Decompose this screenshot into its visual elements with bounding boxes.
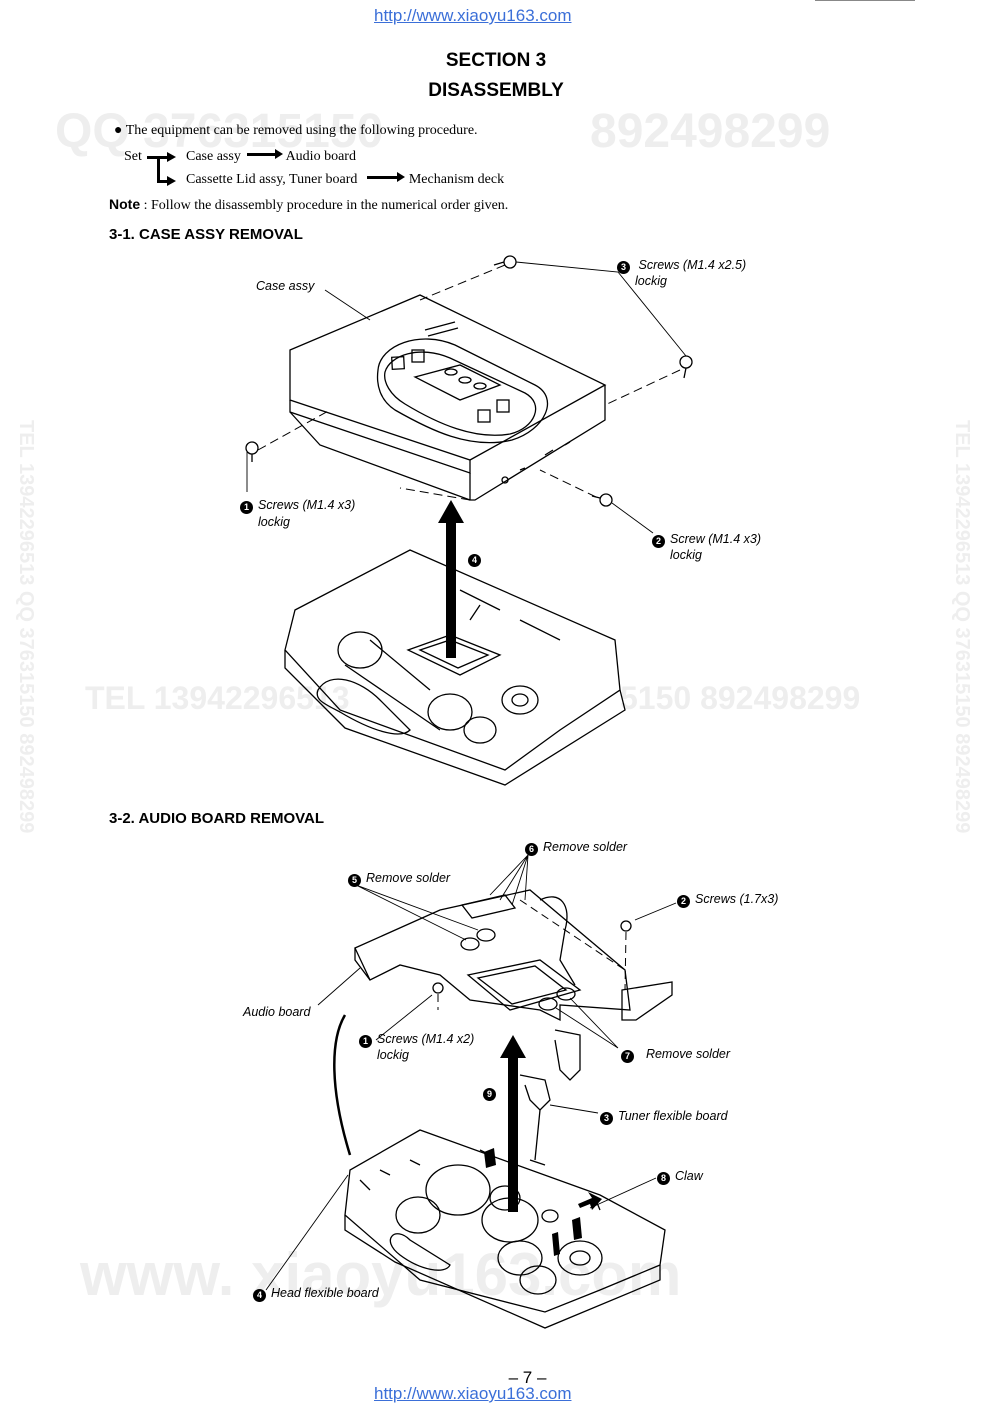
label-screws-1-sub: lockig <box>258 515 290 529</box>
label-case-assy: Case assy <box>256 279 315 293</box>
label-screws-3: 3 Screws (M1.4 x2.5) <box>617 258 746 274</box>
label-screw-2: 2 Screw (M1.4 x3) <box>652 532 761 548</box>
section-number: SECTION 3 <box>445 50 547 71</box>
arrow-right-icon <box>246 149 283 159</box>
section-heading-audio-board: 3-2. AUDIO BOARD REMOVAL <box>109 810 325 827</box>
intro-bullet: ● The equipment can be removed using the… <box>114 123 478 139</box>
page-title: DISASSEMBLY <box>428 80 564 101</box>
label-remove-solder-5: 5 Remove solder <box>348 871 450 887</box>
label-remove-solder-6: 6 Remove solder <box>525 840 627 856</box>
label-screw-2-text: Screw (M1.4 x3) <box>670 532 761 546</box>
label-screws-1: 1 Screws (M1.4 x3) <box>240 498 355 514</box>
label-remove-solder-6-text: Remove solder <box>543 840 628 854</box>
step-6-badge: 6 <box>525 843 538 856</box>
watermark-qq-number: 892498299 <box>590 105 831 158</box>
step-5-badge: 5 <box>348 874 361 887</box>
label-screws-2: 2 Screws (1.7x3) <box>677 892 778 908</box>
arrow-right-icon <box>367 172 406 182</box>
claw-arrow-icon <box>578 1192 602 1210</box>
label-screws-2-text: Screws (1.7x3) <box>695 892 779 906</box>
url-top-link[interactable]: http://www.xiaoyu163.com <box>374 6 572 25</box>
bullet-icon: ● <box>114 123 123 138</box>
watermark-side-right: TEL 13942296513 QQ 376315150 892498299 <box>951 420 973 834</box>
section-heading-case-assy: 3-1. CASE ASSY REMOVAL <box>109 226 303 243</box>
step-4-badge: 4 <box>468 554 481 567</box>
label-head-flex-text: Head flexible board <box>271 1286 379 1300</box>
watermark-tel-tail: 5150 892498299 <box>620 680 861 716</box>
step-3-badge: 3 <box>617 261 630 274</box>
lift-arrow-icon <box>438 500 464 658</box>
label-remove-solder-5-text: Remove solder <box>366 871 451 885</box>
flow-row-2: Cassette Lid assy, Tuner board Mechanism… <box>186 172 504 188</box>
note-text: : Follow the disassembly procedure in th… <box>143 198 509 213</box>
top-rule <box>815 0 915 1</box>
label-tuner-flex-text: Tuner flexible board <box>618 1109 728 1123</box>
flow-cassette-lid: Cassette Lid assy, Tuner board <box>186 172 358 187</box>
step-1-badge-b: 1 <box>359 1035 372 1048</box>
label-screws-3-text: Screws (M1.4 x2.5) <box>638 258 747 272</box>
step-4-badge-b: 4 <box>253 1289 266 1302</box>
label-screws-1-text: Screws (M1.4 x3) <box>258 498 356 512</box>
label-screw-2-sub: lockig <box>670 548 702 562</box>
label-tuner-flex: 3 Tuner flexible board <box>600 1109 728 1125</box>
step-9-badge: 9 <box>483 1088 496 1101</box>
flow-bracket-vert <box>157 156 160 183</box>
step-3-badge-b: 3 <box>600 1112 613 1125</box>
flow-row-1: Case assy Audio board <box>186 149 356 165</box>
label-screws-1b-text: Screws (M1.4 x2) <box>377 1032 475 1046</box>
audio-board-shape <box>354 889 631 1022</box>
label-audio-board: Audio board <box>243 1005 311 1019</box>
label-step-4: 4 <box>468 551 486 567</box>
step-2-badge-b: 2 <box>677 895 690 908</box>
note-label: Note <box>109 196 141 212</box>
watermark-side-left: TEL 13942296513 QQ 376315150 892498299 <box>15 420 37 834</box>
flow-arrowhead-top <box>167 152 176 162</box>
lift-arrow-icon-2 <box>500 1035 526 1212</box>
step-2-badge: 2 <box>652 535 665 548</box>
case-lid-top <box>289 294 607 461</box>
note-line: Note : Follow the disassembly procedure … <box>109 196 508 214</box>
url-bottom-link[interactable]: http://www.xiaoyu163.com <box>374 1384 572 1403</box>
label-screws-3-sub: lockig <box>635 274 667 288</box>
label-step-9: 9 <box>483 1085 501 1101</box>
label-claw-text: Claw <box>675 1169 703 1183</box>
flow-case-assy: Case assy <box>186 149 241 164</box>
step-7-badge: 7 <box>621 1050 634 1063</box>
watermark-tel: TEL 13942296513 <box>85 680 350 716</box>
step-1-badge: 1 <box>240 501 253 514</box>
step-8-badge: 8 <box>657 1172 670 1185</box>
label-screws-1b-sub: lockig <box>377 1048 409 1062</box>
flow-root: Set <box>124 149 142 164</box>
flow-audio-board: Audio board <box>285 149 356 164</box>
mechanism-deck <box>284 549 621 771</box>
watermark-www: www. xiaoyu163.com <box>80 1241 682 1308</box>
intro-bullet-text: The equipment can be removed using the f… <box>125 123 478 138</box>
page-number: – 7 – <box>508 1368 547 1387</box>
label-head-flex: 4 Head flexible board <box>253 1286 379 1302</box>
flow-arrowhead-bottom <box>167 176 176 186</box>
bracket-part <box>621 981 673 1021</box>
label-claw: 8 Claw <box>657 1169 703 1185</box>
flow-mechanism-deck: Mechanism deck <box>408 172 505 187</box>
label-remove-solder-7: 7 Remove solder <box>621 1047 730 1063</box>
case-window <box>376 338 548 444</box>
watermark-qq: QQ 376315150 <box>55 105 384 158</box>
label-screws-1b: 1 Screws (M1.4 x2) <box>359 1032 474 1048</box>
label-remove-solder-7-text: Remove solder <box>645 1047 731 1061</box>
flow-bracket-bottom <box>157 180 169 183</box>
